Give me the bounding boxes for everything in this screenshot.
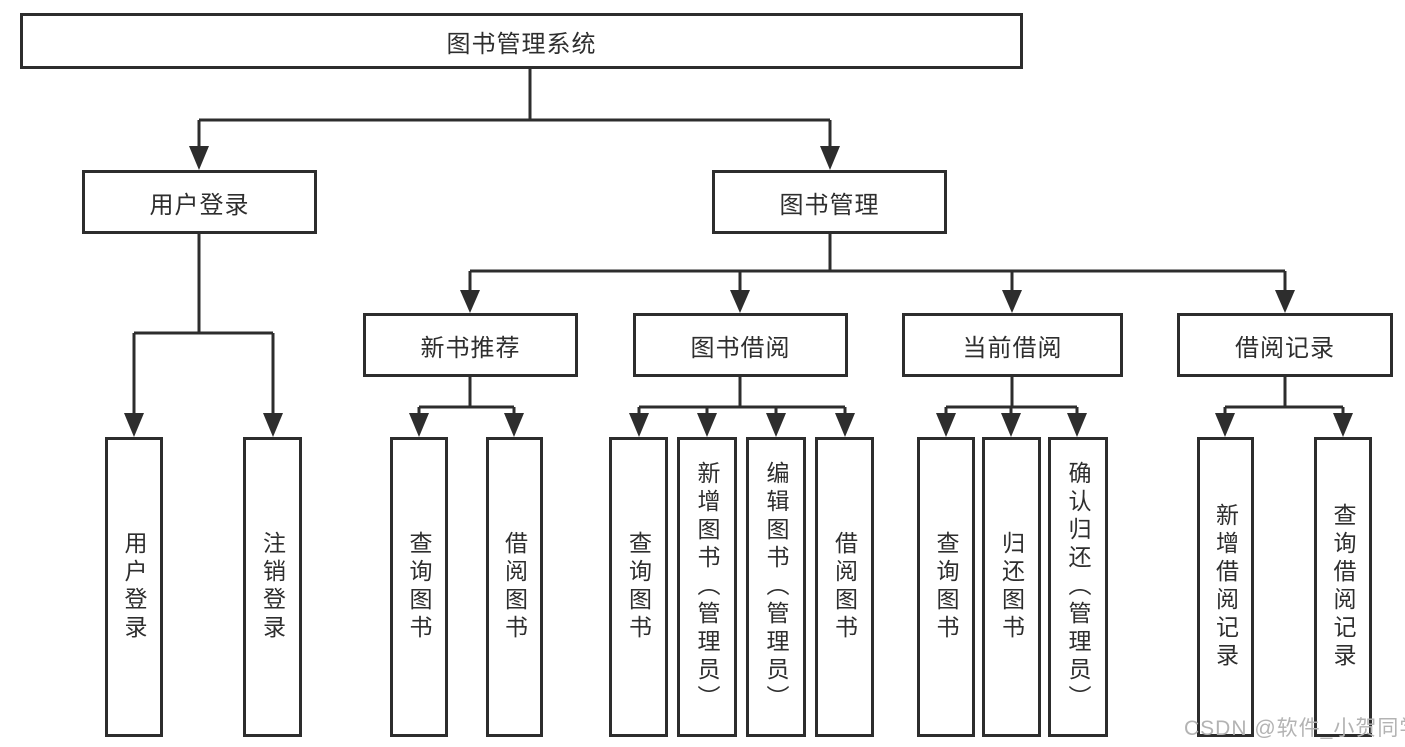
leaf-confirm-return-admin: 确认归还（管理员）: [1048, 437, 1108, 737]
node-current-borrowing: 当前借阅: [902, 313, 1123, 377]
node-new-book-recommendation: 新书推荐: [363, 313, 578, 377]
leaf-add-book-admin: 新增图书（管理员）: [677, 437, 737, 737]
leaf-query-books-borrow: 查询图书: [609, 437, 668, 737]
node-user-login: 用户登录: [82, 170, 317, 234]
leaf-add-borrow-record: 新增借阅记录: [1197, 437, 1254, 737]
leaf-user-login: 用户登录: [105, 437, 163, 737]
node-root: 图书管理系统: [20, 13, 1023, 69]
leaf-query-borrow-record: 查询借阅记录: [1314, 437, 1372, 737]
leaf-borrow-books-recommend: 借阅图书: [486, 437, 543, 737]
leaf-edit-book-admin: 编辑图书（管理员）: [746, 437, 806, 737]
node-borrowing-records: 借阅记录: [1177, 313, 1393, 377]
leaf-logout: 注销登录: [243, 437, 302, 737]
leaf-borrow-books: 借阅图书: [815, 437, 874, 737]
leaf-query-books-current: 查询图书: [917, 437, 975, 737]
leaf-query-books-recommend: 查询图书: [390, 437, 448, 737]
leaf-return-book: 归还图书: [982, 437, 1041, 737]
node-book-management: 图书管理: [712, 170, 947, 234]
watermark: CSDN @软件_小贺同学: [1184, 717, 1405, 740]
node-book-borrowing: 图书借阅: [633, 313, 848, 377]
